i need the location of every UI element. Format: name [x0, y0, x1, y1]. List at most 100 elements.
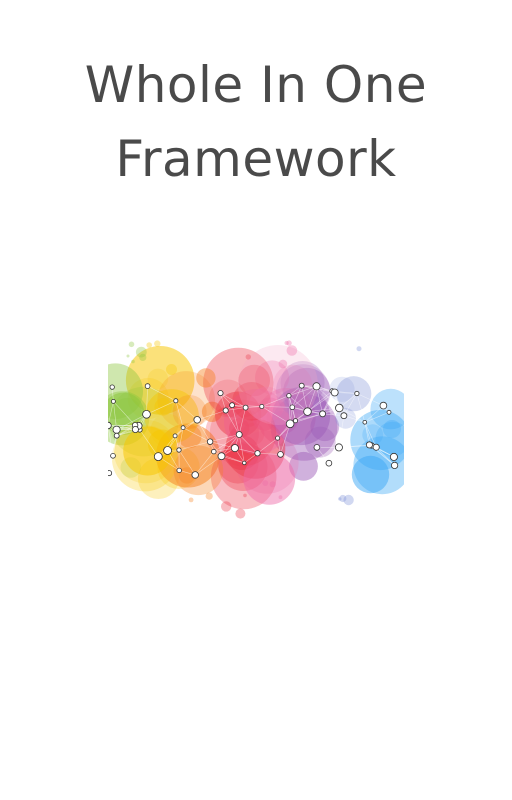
- network-node: [180, 425, 186, 431]
- bubble: [157, 371, 215, 429]
- network-node: [242, 460, 247, 466]
- network-line: [220, 393, 226, 411]
- network-line: [356, 393, 366, 423]
- network-node: [298, 382, 305, 389]
- bubble: [273, 364, 312, 404]
- bubble: [286, 340, 292, 346]
- network-line: [288, 386, 317, 396]
- network-line: [238, 434, 245, 463]
- bubble: [188, 497, 194, 503]
- network-line: [213, 434, 240, 452]
- network-node: [163, 446, 172, 455]
- bubble: [243, 493, 247, 498]
- network-line: [280, 423, 291, 455]
- network-line: [238, 407, 246, 435]
- network-line: [108, 401, 114, 426]
- network-node: [217, 390, 224, 397]
- bubble: [128, 341, 135, 348]
- network-line: [167, 427, 184, 451]
- network-line: [178, 441, 211, 451]
- network-line: [364, 412, 390, 423]
- network-line: [108, 425, 136, 430]
- network-line: [339, 407, 365, 423]
- bubble: [123, 426, 173, 476]
- network-node: [325, 459, 333, 467]
- network-node: [191, 471, 199, 479]
- network-line: [113, 401, 117, 430]
- network-node: [275, 435, 281, 441]
- network-line: [231, 405, 240, 435]
- bubble: [196, 368, 216, 388]
- network-node: [230, 444, 239, 453]
- bubble: [351, 455, 390, 494]
- network-line: [225, 407, 246, 411]
- bubble: [146, 342, 152, 348]
- network-node: [277, 451, 284, 458]
- bubble-layer: [108, 340, 404, 519]
- bubble: [270, 410, 292, 432]
- network-node: [153, 452, 163, 461]
- bubble: [383, 420, 401, 438]
- network-line: [261, 406, 293, 408]
- bubble: [135, 346, 147, 358]
- network-line: [210, 434, 240, 442]
- network-line: [364, 405, 384, 423]
- bubble: [286, 345, 298, 356]
- rainbow-network-bubbles-icon: [108, 340, 404, 519]
- network-node: [222, 407, 229, 414]
- network-node: [340, 412, 348, 420]
- cover-title-line-1: Whole In One: [84, 56, 428, 114]
- network-line: [295, 413, 323, 421]
- network-line: [307, 392, 335, 412]
- network-line: [238, 434, 258, 454]
- network-line: [364, 422, 370, 445]
- network-line: [196, 419, 211, 442]
- network-line: [221, 434, 240, 457]
- network-line: [174, 419, 198, 437]
- network-node: [235, 431, 243, 438]
- network-line: [261, 395, 290, 407]
- network-node: [390, 461, 399, 469]
- network-node: [365, 441, 373, 449]
- bubble: [178, 424, 202, 449]
- network-line: [301, 385, 308, 412]
- bubble: [147, 368, 169, 390]
- bubble: [245, 354, 251, 360]
- bubble: [238, 364, 270, 397]
- network-line: [343, 393, 358, 416]
- network-line: [225, 410, 240, 435]
- network-line: [182, 427, 211, 442]
- network-line: [292, 385, 302, 408]
- network-line: [288, 395, 291, 424]
- bubble: [126, 354, 130, 358]
- network-line: [178, 427, 184, 451]
- network-line: [307, 407, 340, 412]
- bubble: [238, 345, 318, 425]
- network-node: [113, 432, 120, 439]
- bubble: [270, 394, 338, 461]
- bubble: [209, 379, 247, 418]
- network-line: [112, 435, 117, 456]
- bubble: [336, 376, 372, 412]
- network-node: [144, 383, 151, 389]
- bubble: [362, 424, 384, 446]
- network-line: [108, 425, 114, 456]
- bubble: [356, 346, 362, 352]
- bubble: [221, 501, 232, 512]
- network-line: [364, 422, 377, 448]
- network-node: [354, 390, 360, 397]
- bubble: [343, 494, 354, 506]
- bubble: [339, 494, 347, 503]
- network-node: [111, 399, 116, 404]
- network-node: [334, 443, 343, 452]
- network-node: [312, 382, 321, 391]
- network-node: [229, 402, 235, 409]
- network-line: [316, 386, 323, 414]
- network-node: [292, 418, 298, 424]
- network-line: [338, 415, 345, 448]
- network-line: [257, 453, 281, 455]
- bubble: [278, 495, 283, 500]
- bubble: [278, 359, 288, 369]
- network-line: [147, 385, 176, 402]
- network-node: [289, 404, 296, 411]
